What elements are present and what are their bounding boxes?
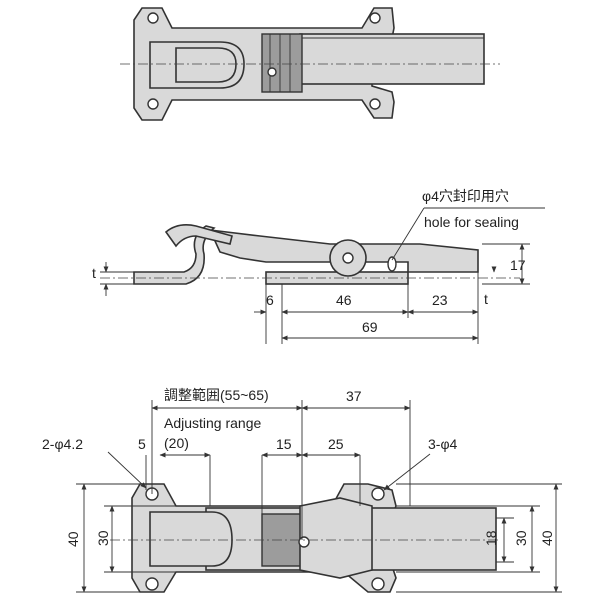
bottom-cam-plate [299, 497, 373, 579]
side-hook [133, 225, 216, 285]
side-sealing-hole [387, 256, 397, 272]
bottom-hole-left-2 [145, 577, 159, 591]
bottom-hook-body [149, 511, 233, 567]
adjusting-label-en: Adjusting range [164, 415, 262, 431]
bottom-view-latch [110, 483, 500, 593]
bottom-dim-15: 15 [276, 436, 292, 452]
bottom-dim-30-left: 30 [95, 530, 111, 546]
top-hole-1 [147, 12, 159, 24]
bottom-dim-40-left: 40 [65, 531, 81, 547]
top-spring [261, 33, 303, 93]
sealing-label-en: hole for sealing [424, 214, 519, 230]
adjusting-value: (20) [164, 435, 189, 451]
sealing-leader [391, 207, 425, 261]
bottom-dim-30-right: 30 [513, 530, 529, 546]
bottom-hole-right-2 [371, 577, 385, 591]
top-hole-5 [267, 67, 277, 77]
side-pivot-hole [342, 252, 354, 264]
side-link [164, 224, 233, 248]
side-dim-46: 46 [336, 292, 352, 308]
side-view-latch [100, 224, 520, 285]
hole-callout-right: 3-φ4 [428, 436, 458, 452]
top-hole-2 [147, 98, 159, 110]
bottom-hole-right-1 [371, 487, 385, 501]
top-view-latch [120, 7, 500, 121]
hole-callout-left: 2-φ4.2 [42, 436, 83, 452]
side-t-left: t [92, 265, 96, 281]
bottom-hole-center [298, 536, 310, 548]
bottom-dim-37: 37 [346, 388, 362, 404]
top-lever [299, 33, 485, 85]
side-dim-69: 69 [362, 319, 378, 335]
side-dim-6: 6 [266, 292, 274, 308]
bottom-dim-18: 18 [483, 530, 499, 546]
bottom-dim-25: 25 [328, 436, 344, 452]
adjusting-label-jp: 調整範囲(55~65) [164, 387, 269, 403]
top-hole-4 [369, 98, 381, 110]
sealing-label-jp: φ4穴封印用穴 [422, 188, 509, 204]
top-hook-inner [175, 47, 237, 83]
top-hole-3 [369, 12, 381, 24]
side-t-right: t [484, 291, 488, 307]
bottom-dim-40-right: 40 [539, 530, 555, 546]
bottom-dim-5: 5 [138, 436, 146, 452]
side-dim-23: 23 [432, 292, 448, 308]
side-dim-17: 17 [510, 257, 526, 273]
